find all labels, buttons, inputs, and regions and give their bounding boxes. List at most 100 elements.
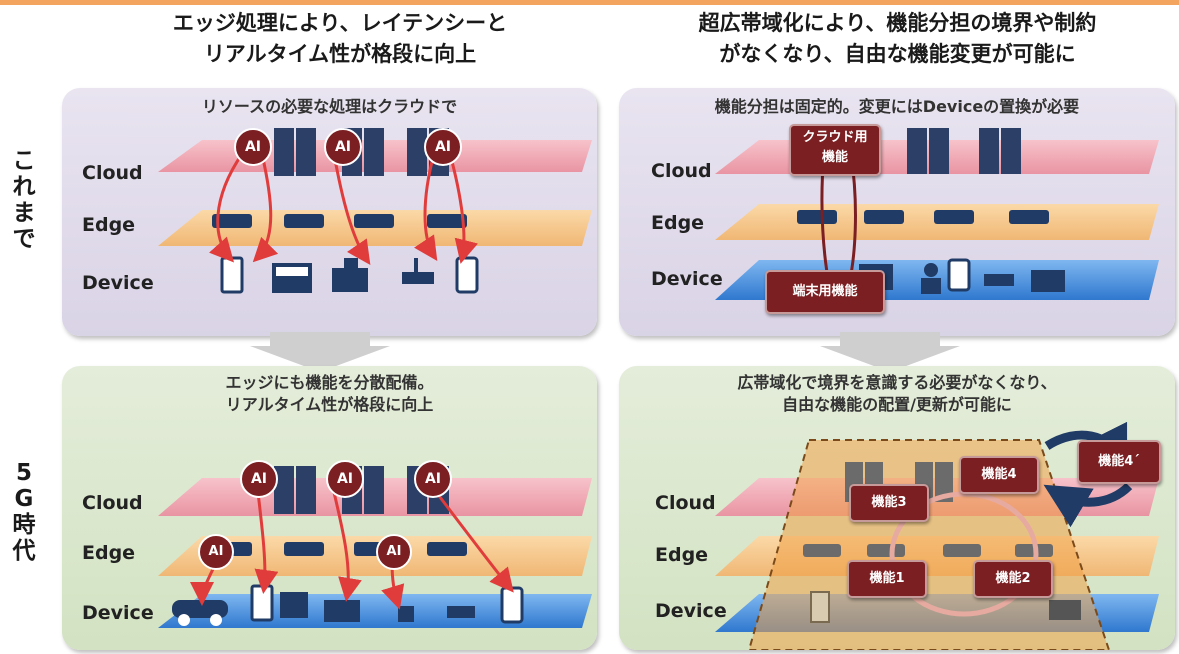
edge-layer-label: Edge [655, 544, 709, 566]
camera-icon [984, 274, 1014, 286]
edge-box-icon [934, 210, 974, 224]
offload-arrow [252, 153, 279, 263]
meter-icon [280, 592, 308, 618]
ai-label: AI [336, 471, 354, 487]
panel-title-line-2: 自由な機能の配置/更新が可能に [782, 395, 1012, 414]
device-layer-label: Device [655, 600, 727, 622]
cloud-layer-label: Cloud [655, 492, 716, 514]
edge-box-icon [803, 544, 841, 557]
server-icon [274, 466, 316, 514]
device-layer-label: Device [82, 272, 154, 294]
meter-icon [272, 263, 312, 293]
offload-arrow [414, 153, 438, 261]
ai-icon: AI [326, 460, 364, 498]
edge-box-icon [867, 544, 905, 557]
tablet-icon [947, 258, 971, 292]
ai-icon: AI [424, 128, 462, 166]
function-4-prime-badge: 機能4´ [1077, 440, 1161, 484]
edge-box-icon [1009, 210, 1049, 224]
right-column-header: 超広帯域化により、機能分担の境界や制約 がなくなり、自由な機能変更が可能に [620, 8, 1175, 70]
device-function-badge: 端末用機能 [765, 270, 885, 314]
register-icon [332, 258, 368, 292]
ai-icon: AI [198, 534, 234, 570]
camera-icon [447, 606, 475, 618]
left-header-line-1: エッジ処理により、レイテンシーと [172, 11, 508, 35]
signage-icon [250, 584, 274, 622]
robot-arm-icon [398, 606, 414, 622]
panel-title: リソースの必要な処理はクラウドで [201, 97, 458, 116]
ai-label: AI [434, 139, 452, 155]
panel-title-line-1: エッジにも機能を分散配備。 [225, 373, 434, 392]
edge-box-icon [943, 544, 981, 557]
phone-icon [500, 586, 524, 624]
panel-title: 機能分担は固定的。変更にはDeviceの置換が必要 [714, 97, 1080, 116]
register-icon [1049, 600, 1081, 620]
ai-label: AI [386, 544, 402, 559]
staff-icon [921, 263, 941, 294]
cloud-layer-label: Cloud [651, 160, 712, 182]
signage-icon [810, 591, 830, 623]
edge-box-icon [797, 210, 837, 224]
panel-title-line-2: リアルタイム性が格段に向上 [225, 395, 434, 414]
panel-current-left: リソースの必要な処理はクラウドで Cloud Edge Device [62, 88, 597, 336]
server-icon [979, 128, 1021, 174]
top-accent-bar [0, 0, 1179, 5]
ai-icon: AI [376, 534, 412, 570]
badge-line: クラウド用 [802, 130, 868, 145]
server-icon [907, 128, 949, 174]
left-header-line-2: リアルタイム性が格段に向上 [203, 42, 477, 66]
offload-arrow [428, 483, 514, 593]
offload-arrow [448, 153, 478, 264]
transition-arrow-right [820, 332, 960, 372]
ai-icon: AI [240, 460, 278, 498]
ai-label: AI [244, 139, 262, 155]
edge-box-icon [212, 214, 252, 228]
edge-layer-label: Edge [82, 542, 136, 564]
side-label-current: これまで [8, 148, 40, 252]
right-header-line-2: がなくなり、自由な機能変更が可能に [719, 42, 1076, 66]
cloud-layer-label: Cloud [82, 162, 143, 184]
function-2-badge: 機能2 [973, 560, 1053, 598]
side-label-current-text: これまで [12, 148, 36, 252]
register-icon [1031, 270, 1065, 292]
ai-icon: AI [414, 460, 452, 498]
edge-box-icon [354, 214, 394, 228]
panel-5g-left: エッジにも機能を分散配備。 リアルタイム性が格段に向上 Cloud Edge D… [62, 366, 597, 650]
right-header-line-1: 超広帯域化により、機能分担の境界や制約 [698, 11, 1097, 35]
ai-label: AI [334, 139, 352, 155]
ai-label: AI [250, 471, 268, 487]
edge-box-icon [427, 542, 467, 556]
device-layer-label: Device [651, 268, 723, 290]
edge-box-icon [284, 542, 324, 556]
camera-icon [402, 258, 434, 284]
offload-arrow [209, 153, 244, 263]
layer-diagram [158, 128, 592, 294]
cloud-function-badge: クラウド用 機能 [789, 124, 881, 176]
transition-arrow-left [250, 332, 390, 372]
server-icon [274, 128, 316, 176]
edge-layer-label: Edge [82, 214, 136, 236]
ai-icon: AI [324, 128, 362, 166]
ai-label: AI [208, 544, 224, 559]
edge-box-icon [864, 210, 904, 224]
cloud-layer-label: Cloud [82, 492, 143, 514]
panel-5g-right: 広帯域化で境界を意識する必要がなくなり、 自由な機能の配置/更新が可能に Clo… [619, 366, 1175, 650]
ai-label: AI [424, 471, 442, 487]
signage-icon [220, 256, 244, 294]
offload-arrow [332, 153, 371, 265]
function-cycle-ring [889, 491, 1039, 617]
function-1-badge: 機能1 [847, 560, 927, 598]
device-layer-label: Device [82, 602, 154, 624]
left-column-header: エッジ処理により、レイテンシーと リアルタイム性が格段に向上 [70, 8, 610, 70]
badge-line: 機能 [821, 150, 848, 165]
phone-icon [455, 256, 479, 294]
offload-arrow [330, 483, 362, 602]
swap-arrow [1043, 482, 1133, 528]
panel-current-right: 機能分担は固定的。変更にはDeviceの置換が必要 Cloud Edge Dev… [619, 88, 1175, 336]
ai-icon: AI [234, 128, 272, 166]
function-3-badge: 機能3 [849, 484, 929, 522]
register-icon [324, 600, 360, 622]
edge-box-icon [284, 214, 324, 228]
